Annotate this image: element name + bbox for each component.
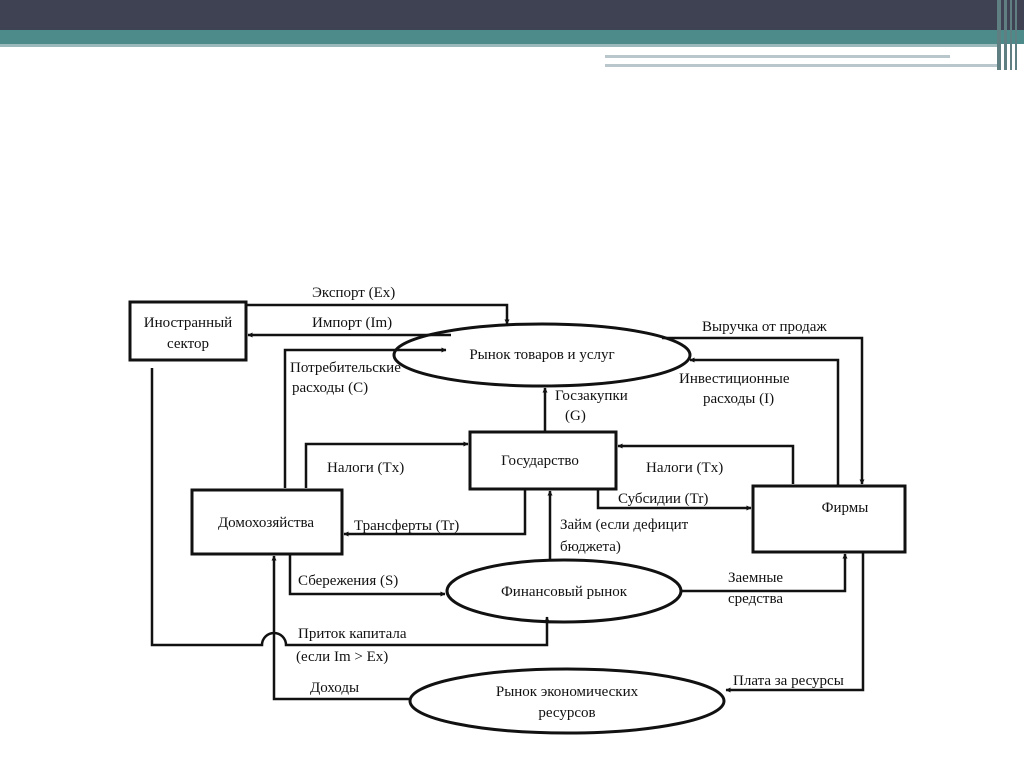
- decor-line: [828, 64, 998, 67]
- financial-market-label: Финансовый рынок: [501, 584, 628, 600]
- taxes-households-label: Налоги (Tx): [327, 460, 404, 476]
- import-label: Импорт (Im): [312, 315, 392, 331]
- taxes-firms-arrow: [617, 443, 795, 484]
- investment-label: Инвестиционные: [679, 371, 790, 387]
- subsidies-label: Субсидии (Tr): [618, 491, 708, 507]
- resource-payment-label: Плата за ресурсы: [733, 673, 844, 689]
- taxes-households-arrow: [304, 441, 469, 488]
- capital-inflow-label: (если Im > Ex): [296, 649, 388, 665]
- savings-label: Сбережения (S): [298, 573, 398, 589]
- income-arrow: [271, 555, 410, 701]
- loan-label: Займ (если дефицит: [560, 517, 689, 533]
- decor-vbar: [1010, 0, 1012, 70]
- borrowed-funds-label: средства: [728, 591, 783, 607]
- income-label: Доходы: [310, 680, 359, 696]
- subsidies-arrow: [596, 489, 752, 511]
- households-box: [190, 488, 344, 556]
- firms-box: [751, 484, 907, 554]
- gov-purchases-label: (G): [565, 408, 586, 424]
- sales-revenue-arrow: [662, 336, 865, 485]
- investment-arrow: [689, 357, 840, 486]
- slide-header-bar: [0, 0, 1024, 30]
- consumer-spending-arrow: [283, 347, 447, 488]
- resource-market-label: Рынок экономических: [496, 684, 639, 700]
- investment-label: расходы (I): [703, 391, 774, 407]
- goods-market-ellipse: [392, 322, 692, 388]
- taxes-firms-label: Налоги (Tx): [646, 460, 723, 476]
- borrowed-funds-label: Заемные: [728, 570, 783, 586]
- decor-vbar: [997, 0, 1001, 70]
- savings-arrow: [288, 554, 446, 597]
- foreign-sector-box: [128, 300, 248, 362]
- loan-label: бюджета): [560, 539, 621, 555]
- capital-inflow-arrow: [150, 368, 550, 647]
- firms-label: Фирмы: [822, 500, 869, 516]
- gov-purchases-label: Госзакупки: [555, 388, 628, 404]
- capital-inflow-label: Приток капитала: [298, 626, 407, 642]
- sales-revenue-label: Выручка от продаж: [702, 319, 827, 335]
- resource-payment-arrow: [725, 552, 865, 693]
- decor-vbar: [1004, 0, 1007, 70]
- government-box: [468, 430, 618, 491]
- goods-market-label: Рынок товаров и услуг: [469, 347, 614, 363]
- slide-accent-bar: [0, 30, 1024, 44]
- export-label: Экспорт (Ex): [312, 285, 395, 301]
- resource-market-label: ресурсов: [538, 705, 595, 721]
- government-label: Государство: [501, 453, 579, 469]
- foreign-sector-label: Иностранный: [144, 315, 232, 331]
- decor-line: [605, 55, 950, 58]
- decor-vbar: [1015, 0, 1017, 70]
- borrowed-funds-arrow: [681, 553, 848, 593]
- resource-market-ellipse: [408, 667, 726, 735]
- consumer-spending-label: Потребительские: [290, 360, 401, 376]
- foreign-sector-label: сектор: [167, 336, 209, 352]
- export-arrow: [246, 303, 510, 325]
- decor-line: [605, 64, 830, 67]
- consumer-spending-label: расходы (С): [292, 380, 368, 396]
- transfers-label: Трансферты (Tr): [354, 518, 459, 534]
- slide-accent-line: [0, 44, 1000, 47]
- households-label: Домохозяйства: [218, 515, 314, 531]
- transfers-arrow: [343, 489, 527, 537]
